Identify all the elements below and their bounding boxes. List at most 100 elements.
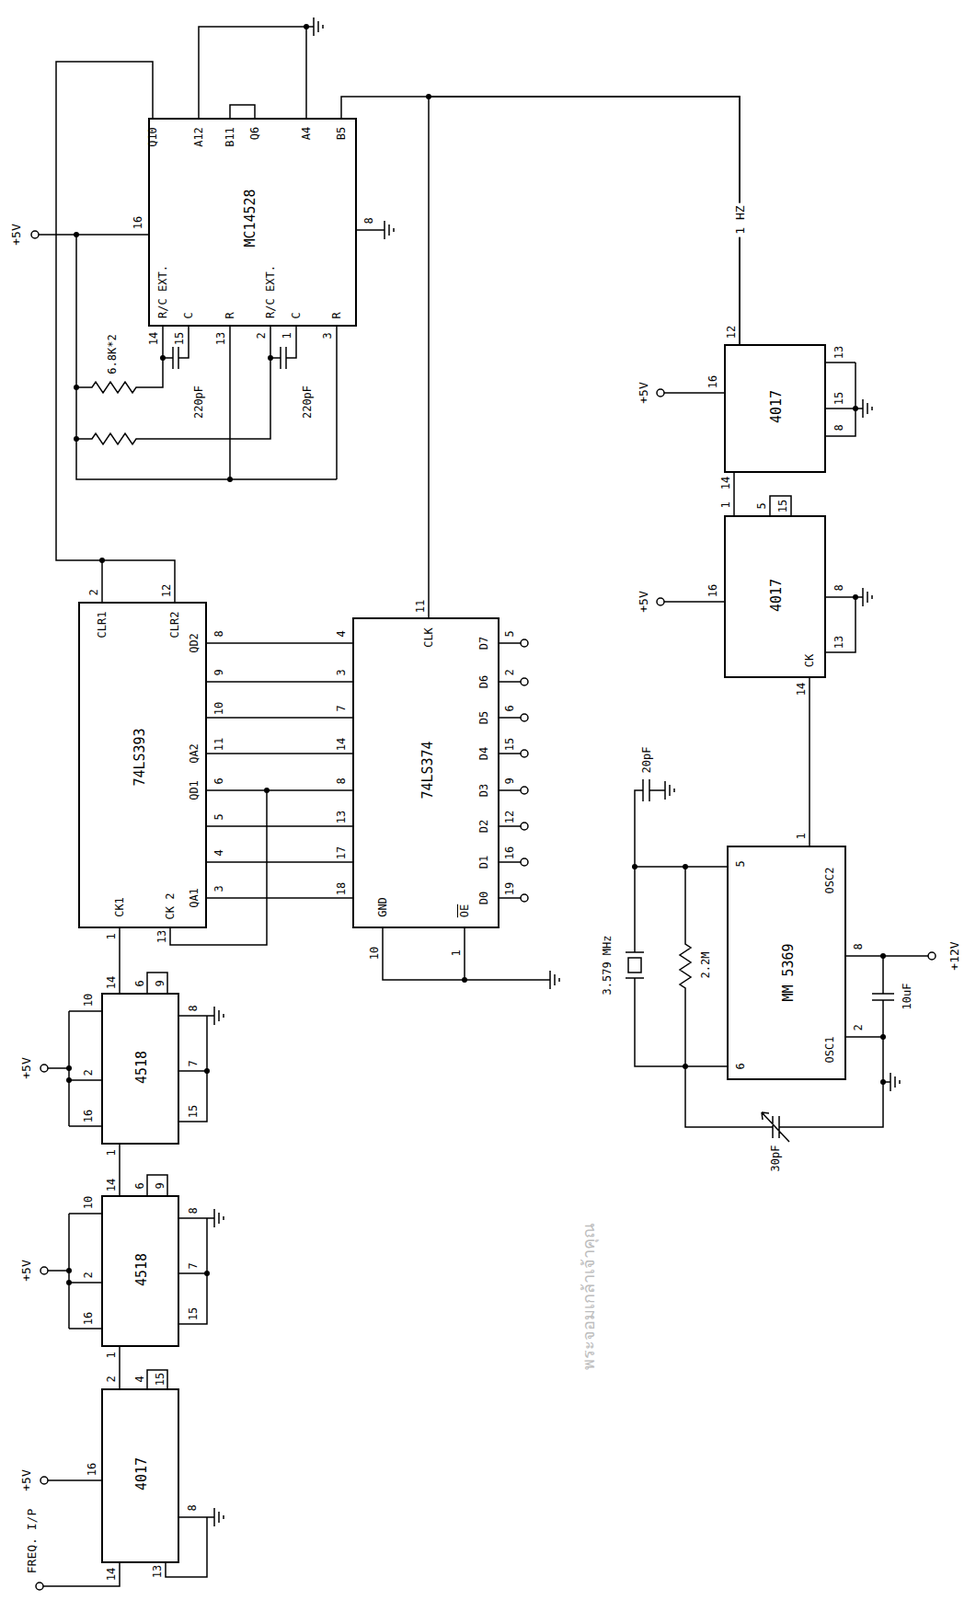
junction-dot: [852, 594, 859, 600]
circuit-label: R/C EXT.: [264, 264, 276, 319]
circuit-label: D5: [478, 711, 490, 724]
circuit-label: 1: [105, 1148, 117, 1156]
circuit-label: 6: [134, 979, 146, 987]
circuit-label: 12: [160, 584, 173, 598]
circuit-label: 13: [833, 635, 845, 649]
signal-wire: [808, 677, 811, 846]
circuit-label: 13: [215, 332, 227, 345]
circuit-label: +5V: [10, 223, 23, 245]
circuit-label: 2.2M: [700, 952, 712, 979]
signal-wire: [206, 716, 353, 719]
circuit-label: +5V: [20, 1056, 33, 1079]
signal-wire: [341, 96, 740, 345]
terminal-circle: [520, 677, 529, 686]
circuit-label: 5: [213, 813, 225, 820]
ic-package: 74LS374: [352, 617, 500, 929]
junction-dot: [73, 384, 80, 391]
circuit-label: QD2: [188, 632, 200, 654]
circuit-label: 19: [504, 882, 516, 896]
circuit-label: 7: [187, 1262, 199, 1269]
circuit-label: 15: [504, 737, 516, 751]
circuit-label: 15: [173, 332, 185, 345]
circuit-label: 12: [725, 325, 737, 339]
circuit-label: +5V: [20, 1469, 33, 1491]
circuit-label: 2: [82, 1271, 94, 1278]
circuit-label: 2: [88, 588, 100, 596]
chip-name: 4017: [135, 1457, 150, 1491]
circuit-label: 14: [148, 332, 160, 345]
circuit-label: 10: [82, 1195, 94, 1209]
terminal-circle: [35, 1582, 44, 1590]
circuit-label: 16: [86, 1462, 98, 1476]
terminal-circle: [520, 639, 529, 647]
circuit-label: 3: [213, 884, 225, 892]
circuit-label: 10: [213, 701, 225, 715]
ground-symbol: [206, 17, 900, 1527]
circuit-label: 15: [833, 391, 845, 405]
circuit-label: D4: [478, 746, 490, 760]
junction-dot: [461, 976, 468, 983]
circuit-label: 5: [734, 860, 747, 867]
circuit-label: D3: [478, 783, 490, 797]
circuit-label: 13: [833, 345, 845, 359]
junction-dot: [66, 1267, 72, 1274]
circuit-label: 5: [504, 630, 516, 637]
chip-name: 4518: [135, 1252, 150, 1287]
signal-wire: [206, 825, 353, 827]
chip-name: MC14528: [243, 188, 258, 247]
junction-dot: [682, 1063, 689, 1069]
circuit-label: 1: [105, 932, 117, 940]
circuit-label: 11: [213, 737, 225, 751]
circuit-label: CK1: [114, 896, 126, 918]
circuit-label: B11: [224, 126, 236, 148]
circuit-label: 14: [720, 476, 732, 490]
signal-wire: [206, 789, 353, 792]
ic-package: MC14528: [148, 117, 357, 327]
circuit-label: 16: [707, 375, 719, 389]
circuit-label: OSC1: [824, 1036, 836, 1064]
circuit-label: CLK: [423, 627, 435, 648]
circuit-label: 9: [504, 777, 516, 784]
circuit-label: 4: [134, 1375, 146, 1382]
chip-name: 4017: [769, 578, 784, 612]
circuit-label: 1: [105, 1351, 117, 1358]
terminal-circle: [520, 858, 529, 866]
junction-dot: [204, 1270, 210, 1276]
circuit-label: D1: [478, 855, 490, 869]
circuit-label: B5: [335, 126, 347, 140]
circuit-label: 17: [335, 846, 347, 860]
circuit-label: 15: [777, 499, 789, 513]
circuit-label: 10uF: [901, 983, 913, 1011]
junction-dot: [880, 1033, 886, 1040]
circuit-label: 8: [833, 584, 845, 591]
circuit-label: CK 2: [164, 893, 176, 920]
circuit-label: D7: [478, 636, 490, 650]
terminal-circle: [520, 894, 529, 902]
junction-dot: [204, 1067, 210, 1074]
junction-dot: [73, 436, 80, 442]
signal-wire: [206, 642, 353, 644]
circuit-label: 8: [852, 942, 864, 950]
circuit-label: C: [183, 311, 195, 319]
signal-wire: [733, 472, 735, 516]
terminal-circle: [520, 713, 529, 722]
circuit-label: C: [290, 311, 302, 319]
circuit-label: 2: [504, 668, 516, 676]
circuit-label: 3: [335, 668, 347, 676]
circuit-label: 16: [82, 1311, 94, 1325]
circuit-label: CLR1: [96, 611, 108, 639]
circuit-label: +5V: [20, 1259, 33, 1281]
circuit-label: 12: [504, 810, 516, 824]
circuit-label: 8: [186, 1504, 198, 1511]
circuit-label: CLR2: [169, 611, 181, 639]
circuit-label: 5: [756, 502, 768, 509]
terminal-circle: [31, 230, 39, 239]
circuit-label: 14: [335, 737, 347, 751]
circuit-label: 15: [187, 1104, 199, 1118]
circuit-label: 16: [132, 216, 144, 230]
junction-dot: [880, 953, 886, 959]
circuit-label: QA2: [188, 743, 200, 764]
junction-dot: [303, 23, 310, 30]
circuit-label: A4: [300, 126, 312, 140]
